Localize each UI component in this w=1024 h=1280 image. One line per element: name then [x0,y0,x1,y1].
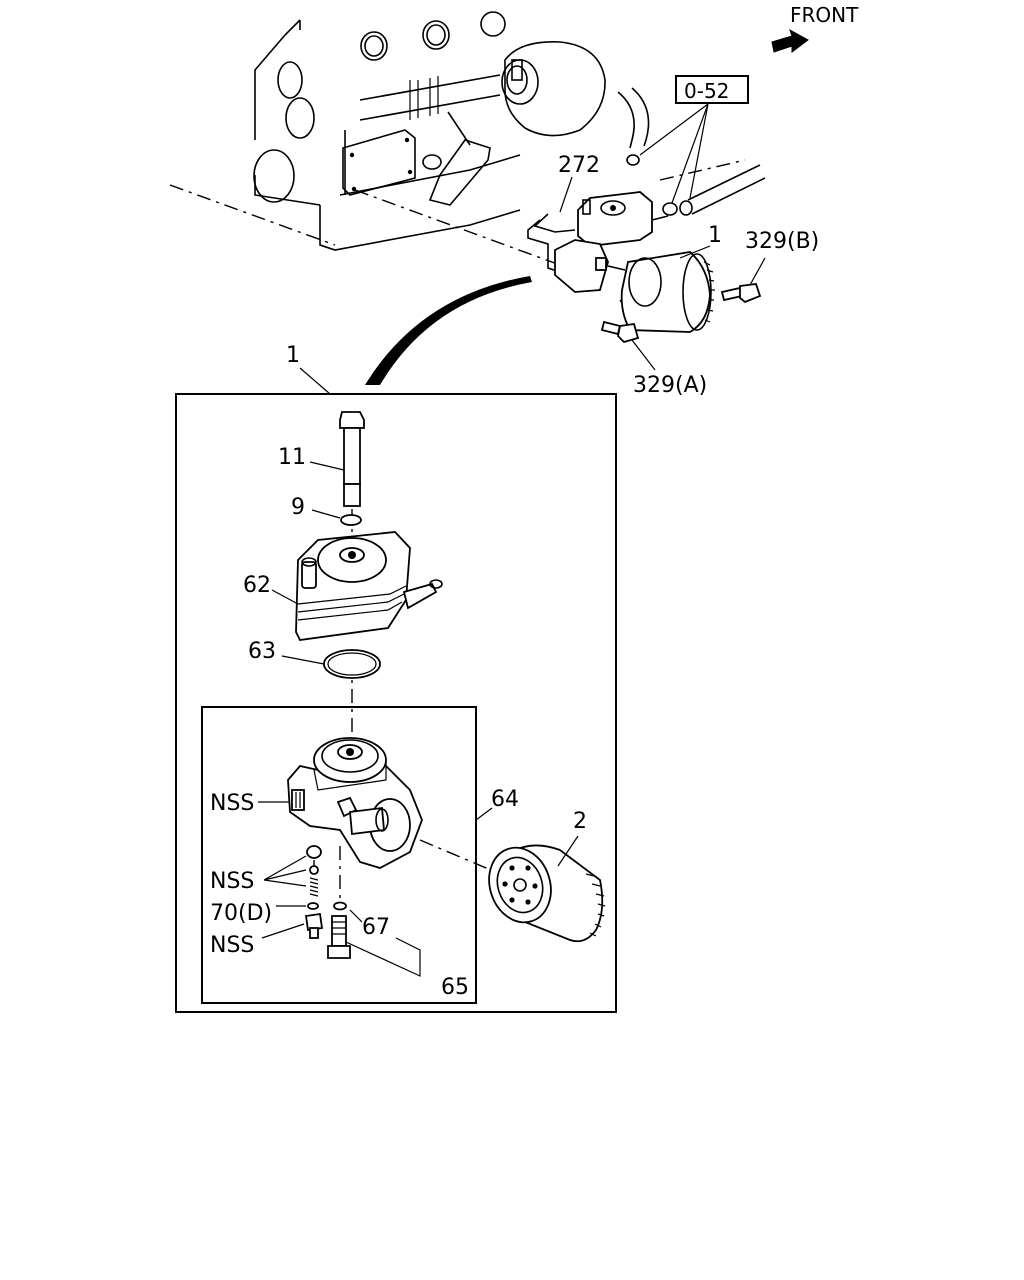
part-9-washer [340,514,362,526]
callout-67: 67 [362,915,390,940]
leader-11 [309,461,345,471]
leader-63 [281,655,325,665]
part-11-bolt [339,411,365,507]
front-label: FRONT [790,3,859,27]
callout-nss-2: NSS [210,869,254,894]
callout-65: 65 [441,975,469,1000]
reference-line [354,189,561,266]
part-62-oil-cooler [295,531,443,641]
leader-65 [345,937,421,977]
part-64-filter-housing [287,737,423,869]
upper-leaders [559,75,766,371]
callout-64: 64 [491,787,519,812]
housing-subassembly-frame [201,706,477,1004]
callout-2: 2 [573,809,587,834]
callout-0-52: 0-52 [684,79,729,103]
leader-62 [271,589,299,605]
callout-62: 62 [243,573,271,598]
callout-9: 9 [291,495,305,520]
relief-valve-parts [304,845,324,939]
oil-filter-assembly-installed [527,154,766,344]
front-indicator: FRONT [771,3,859,53]
callout-63: 63 [248,639,276,664]
leader-2 [557,835,579,867]
exploded-view-frame [175,393,617,1013]
leader-67 [349,909,363,923]
callout-1-upper: 1 [708,223,722,248]
leader-64 [475,807,493,821]
front-arrow-icon [771,28,809,53]
leader-nss-2 [263,855,307,887]
callout-1-box: 1 [286,343,300,368]
ref-box [675,75,749,104]
callout-329a: 329(A) [633,373,707,398]
leader-nss-3 [261,923,305,939]
part-2-oil-filter [488,844,606,943]
reference-line [169,184,336,246]
leader-1-box [299,367,331,395]
reference-line [659,159,746,181]
leader-9 [311,509,341,519]
callout-nss-1: NSS [210,791,254,816]
part-67-washer [333,901,347,911]
part-65-bolt [327,915,351,959]
detail-arrow-icon [365,276,532,385]
callout-329b: 329(B) [745,229,819,254]
engine-block [253,11,650,251]
callout-70d: 70(D) [210,901,272,926]
callout-11: 11 [278,445,306,470]
callout-272: 272 [558,153,600,178]
callout-nss-3: NSS [210,933,254,958]
part-63-oring [323,649,381,679]
